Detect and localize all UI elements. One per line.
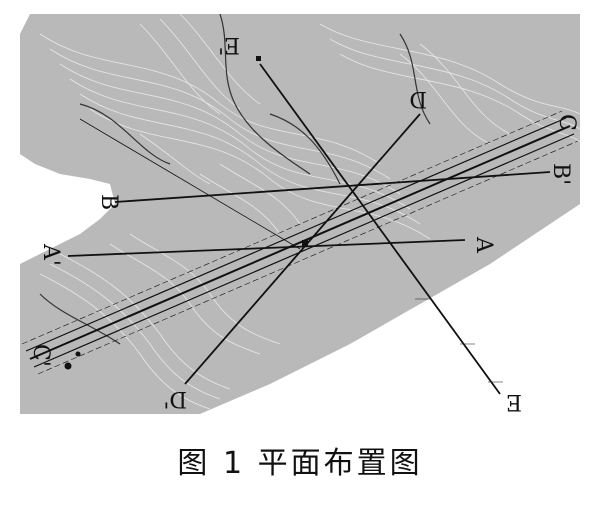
section-line-d bbox=[184, 113, 421, 385]
section-labels: A A' B B' C C' D D' E E' bbox=[28, 32, 579, 414]
terrain-area bbox=[20, 14, 580, 414]
terrain-gap bbox=[20, 184, 115, 254]
label-d-prime: D' bbox=[163, 386, 187, 411]
section-line-a bbox=[67, 239, 466, 257]
label-b-prime: B' bbox=[548, 163, 573, 185]
label-c: C bbox=[554, 114, 579, 131]
road-axis bbox=[21, 110, 579, 375]
figure-caption: 图 1 平面布置图 bbox=[177, 446, 423, 481]
plan-layout-map: A A' B B' C C' D D' E E' bbox=[20, 14, 580, 414]
label-d: D bbox=[409, 86, 427, 111]
label-e: E bbox=[506, 389, 522, 414]
label-c-prime: C' bbox=[28, 344, 53, 367]
coordinate-ticks bbox=[415, 298, 503, 383]
leader-line bbox=[79, 118, 301, 250]
label-e-prime: E' bbox=[218, 32, 240, 57]
dark-contours bbox=[39, 14, 431, 345]
label-a: A bbox=[471, 236, 496, 254]
label-a-prime: A' bbox=[38, 243, 63, 266]
section-line-b bbox=[114, 171, 551, 203]
section-line-e bbox=[259, 63, 501, 395]
section-lines bbox=[67, 63, 551, 395]
label-b: B bbox=[96, 194, 121, 210]
survey-markers bbox=[64, 56, 308, 370]
